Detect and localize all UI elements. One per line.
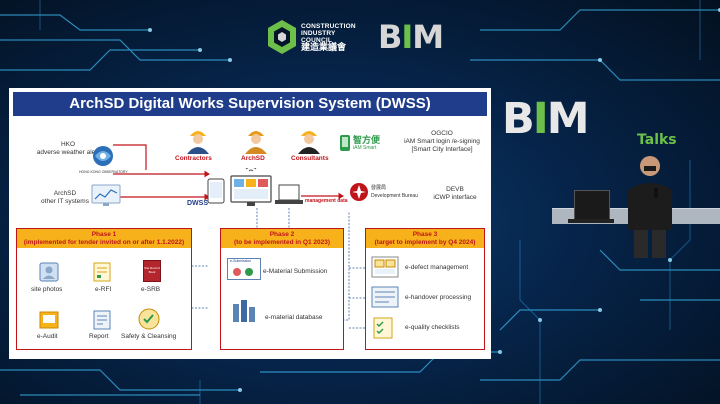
devb-source: DEVB iCWP interface xyxy=(433,186,477,201)
bim-logo: BIM xyxy=(378,18,444,56)
phase-2-header: Phase 2 (to be implemented in Q1 2023) xyxy=(221,229,343,248)
report-label: Report xyxy=(89,333,109,340)
database-building-icon xyxy=(233,300,255,322)
phase-2-box: Phase 2 (to be implemented in Q1 2023) xyxy=(220,228,344,350)
monitor-chart-icon xyxy=(91,184,121,206)
hko-source: HKO adverse weather alert xyxy=(36,141,100,156)
e-audit-label: e-Audit xyxy=(37,333,58,340)
ogcio-source: OGCIO iAM Smart login /e-signing [Smart … xyxy=(404,130,480,153)
cic-mark-icon xyxy=(268,20,296,54)
dwss-desktop-icon xyxy=(230,168,272,206)
presenter-laptop-base xyxy=(568,219,614,223)
hko-logo: HONG KONG OBSERVATORY xyxy=(79,144,128,178)
management-data-label: management data xyxy=(305,198,348,204)
archsd-officer-icon xyxy=(245,131,267,154)
phase-1-box: Phase 1 (implemented for tender invited … xyxy=(16,228,192,350)
e-quality-checklist-icon xyxy=(373,317,393,339)
cic-chinese-name: 建造業議會 xyxy=(301,42,347,52)
contractors-label: Contractors xyxy=(175,155,212,162)
hko-emblem-icon xyxy=(93,146,113,166)
dwss-label: DWSS xyxy=(187,200,208,207)
e-defect-label: e-defect management xyxy=(405,264,469,271)
presenter-laptop xyxy=(574,190,610,220)
phase-1-header: Phase 1 (implemented for tender invited … xyxy=(17,229,191,248)
safety-cleansing-label: Safety & Cleansing xyxy=(121,333,177,340)
e-material-database-label: e-material database xyxy=(265,314,323,321)
e-material-submission-label: e-Material Submission xyxy=(263,268,328,275)
e-defect-icon xyxy=(371,256,399,278)
slide-title: ArchSD Digital Works Supervision System … xyxy=(13,92,487,116)
safety-cleansing-icon xyxy=(138,308,160,330)
consultant-icon xyxy=(298,131,320,154)
devb-logo-text: 發展局 Development Bureau xyxy=(371,185,418,199)
contractor-worker-icon xyxy=(187,131,209,154)
report-icon xyxy=(93,310,111,330)
presenter-figure xyxy=(628,156,672,258)
site-photos-label: site photos xyxy=(31,286,63,293)
e-submission-icon: e-Submission xyxy=(227,258,261,280)
cic-logo: CONSTRUCTION INDUSTRY COUNCIL 建造業議會 xyxy=(268,18,368,58)
laptop-icon xyxy=(275,184,303,204)
iam-smart-logo: 智方便 iAM Smart xyxy=(339,132,393,156)
site-photos-icon xyxy=(39,262,59,282)
talks-label: Talks xyxy=(637,132,677,148)
accept-reject-icon xyxy=(233,268,253,276)
archsd-label: ArchSD xyxy=(241,155,265,162)
e-handover-label: e-handover processing xyxy=(405,294,472,301)
e-rfi-label: e-RFI xyxy=(95,286,112,293)
e-srb-label: e-SRB xyxy=(141,286,161,293)
e-srb-icon: Site Record Book xyxy=(143,260,161,282)
presentation-slide: ArchSD Digital Works Supervision System … xyxy=(9,88,491,359)
cic-name-text: CONSTRUCTION INDUSTRY COUNCIL xyxy=(301,23,356,44)
consultants-label: Consultants xyxy=(291,155,329,162)
mobile-device-icon xyxy=(207,178,225,204)
devb-emblem-icon xyxy=(350,183,368,201)
bim-talks-logo: BIM xyxy=(502,94,590,144)
phone-icon xyxy=(340,135,350,151)
e-audit-icon xyxy=(39,311,59,329)
e-handover-icon xyxy=(371,286,399,308)
e-quality-label: e-quality checklists xyxy=(405,324,460,331)
phase-3-header: Phase 3 (target to implement by Q4 2024) xyxy=(366,229,484,248)
archsd-it-source: ArchSD other IT systems xyxy=(41,190,89,205)
e-rfi-icon xyxy=(93,262,111,282)
